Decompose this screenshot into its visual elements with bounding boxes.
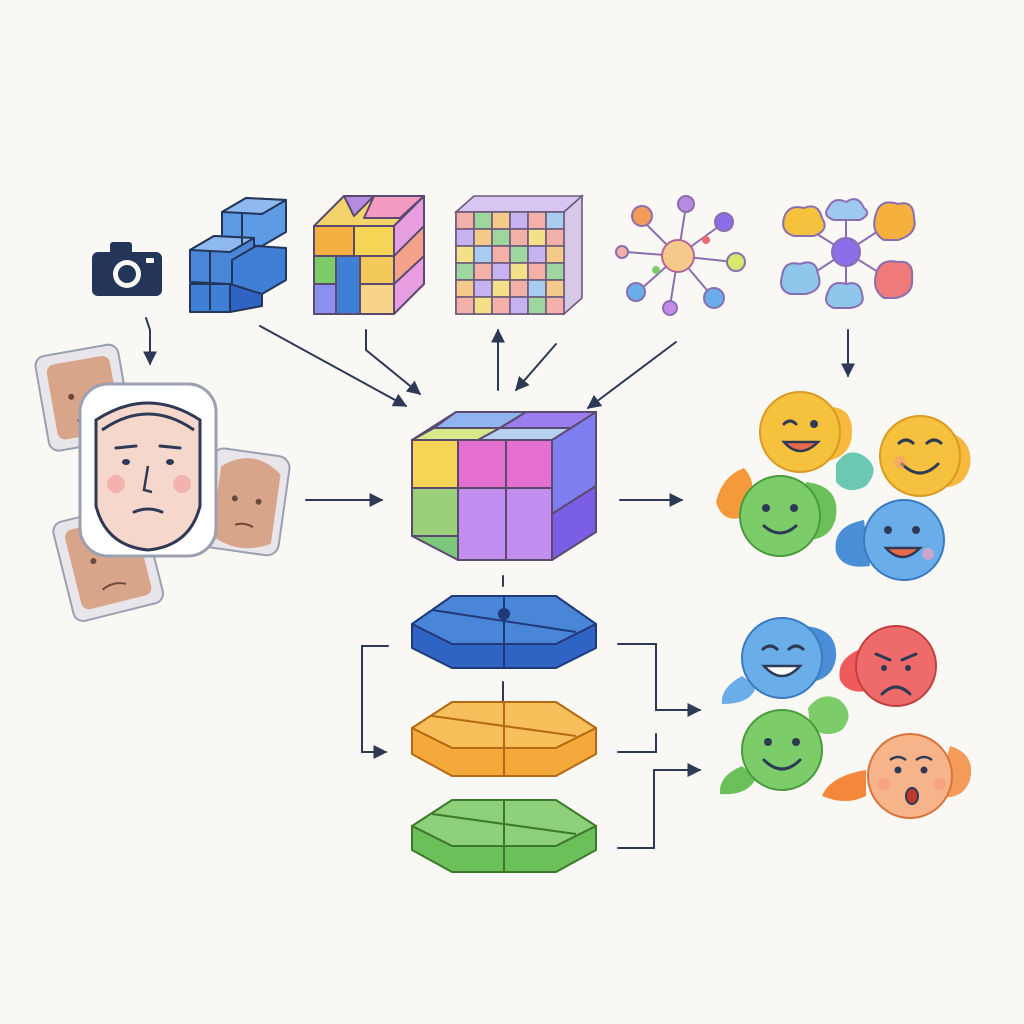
camera-icon [92,242,162,296]
emoji-angry-icon [839,625,937,707]
connectors [143,317,855,849]
central-rubik-cube-icon [411,411,597,561]
cloud-network-icon [780,198,916,309]
network-graph-icon [615,195,746,316]
emoji-group-top [716,391,971,581]
green-splash-icon [808,696,849,735]
emoji-group-bottom [719,617,972,819]
arrow-camera-to-faces [143,317,157,366]
arrow-colorful-cube-to-cube [365,329,422,395]
emoji-happy-blue-icon [721,617,837,704]
green-layer-slab-icon [411,799,597,873]
arrow-grid-cube-to-cube [515,343,557,392]
emoji-happy-icon [879,415,971,497]
grid-cube-cells [455,211,565,315]
arrow-blue-layer-to-emotions [617,643,702,717]
face-crops-icon [34,343,291,622]
emoji-surprised-icon [822,733,972,819]
blue-block-stack-icon [189,197,287,313]
emoji-smile-green-icon [739,475,837,557]
emoji-grin-blue-icon [835,499,945,581]
orange-layer-slab-icon [411,701,597,777]
blue-layer-slab-icon [411,595,597,669]
colorful-cube-icon [313,195,425,315]
face-crop-back-right [200,447,291,557]
arrow-network-to-cube [586,341,677,409]
emoji-smile-green-bottom-icon [719,709,823,795]
arrow-blue-block-to-cube [259,325,408,407]
bracket-left-layers [361,645,389,759]
teal-splash-icon [836,452,874,491]
emoji-wink-icon [759,391,852,473]
arrow-green-layer-to-emotions [617,763,702,849]
grid-cube-icon [453,194,585,316]
face-crop-main [78,382,218,558]
connector-orange-layer [617,733,657,753]
